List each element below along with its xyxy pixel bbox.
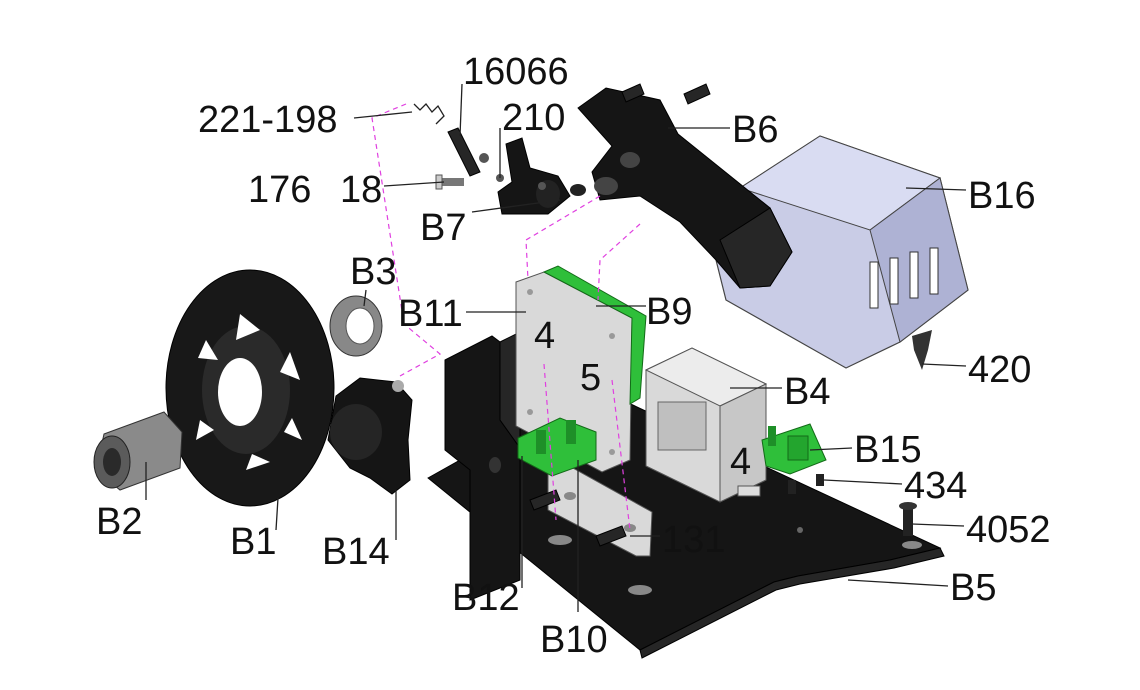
brake-disc (165, 269, 335, 507)
mounting-plate (515, 271, 633, 473)
green-pcb-board (542, 265, 647, 405)
upright-bracket (444, 331, 521, 601)
protective-cover (715, 135, 969, 370)
label-131: 131 (662, 519, 725, 561)
tension-spring (413, 103, 445, 125)
label-16066: 16066 (463, 51, 569, 93)
actuator-arm (577, 83, 793, 289)
label-b1: B1 (230, 521, 276, 563)
label-5: 5 (580, 357, 601, 399)
label-210: 210 (502, 97, 565, 139)
label-4052: 4052 (966, 509, 1051, 551)
green-terminal-blocks (517, 417, 597, 477)
hex-screws (529, 489, 627, 547)
brake-caliper (327, 377, 413, 495)
bearing-ring (329, 295, 383, 357)
small-nuts (479, 153, 546, 190)
label-b2: B2 (96, 501, 142, 543)
transformer (644, 347, 768, 503)
bushing-sleeve (93, 411, 183, 491)
label-b10: B10 (540, 619, 608, 661)
standoff-screws (788, 474, 917, 536)
label-b5: B5 (950, 567, 996, 609)
label-4-transformer: 4 (730, 441, 751, 483)
label-434: 434 (904, 465, 967, 507)
leader-lines (145, 83, 967, 612)
label-b7: B7 (420, 207, 466, 249)
label-b16: B16 (968, 175, 1036, 217)
label-420: 420 (968, 349, 1031, 391)
label-221-198: 221-198 (198, 99, 337, 141)
label-4-plate: 4 (534, 315, 555, 357)
label-b9: B9 (646, 291, 692, 333)
label-18: 18 (340, 169, 382, 211)
label-b3: B3 (350, 251, 396, 293)
label-b6: B6 (732, 109, 778, 151)
label-b14: B14 (322, 531, 390, 573)
assembly-centerlines (371, 103, 641, 531)
label-b4: B4 (784, 371, 830, 413)
label-b11: B11 (398, 293, 463, 335)
label-b15: B15 (854, 429, 922, 471)
green-terminal-board (761, 423, 827, 475)
link-rod (447, 127, 481, 177)
label-176: 176 (248, 169, 311, 211)
part-labels: 16066 221-198 210 B6 176 18 B16 B7 B3 B1… (96, 51, 1051, 661)
label-b12: B12 (452, 577, 520, 619)
